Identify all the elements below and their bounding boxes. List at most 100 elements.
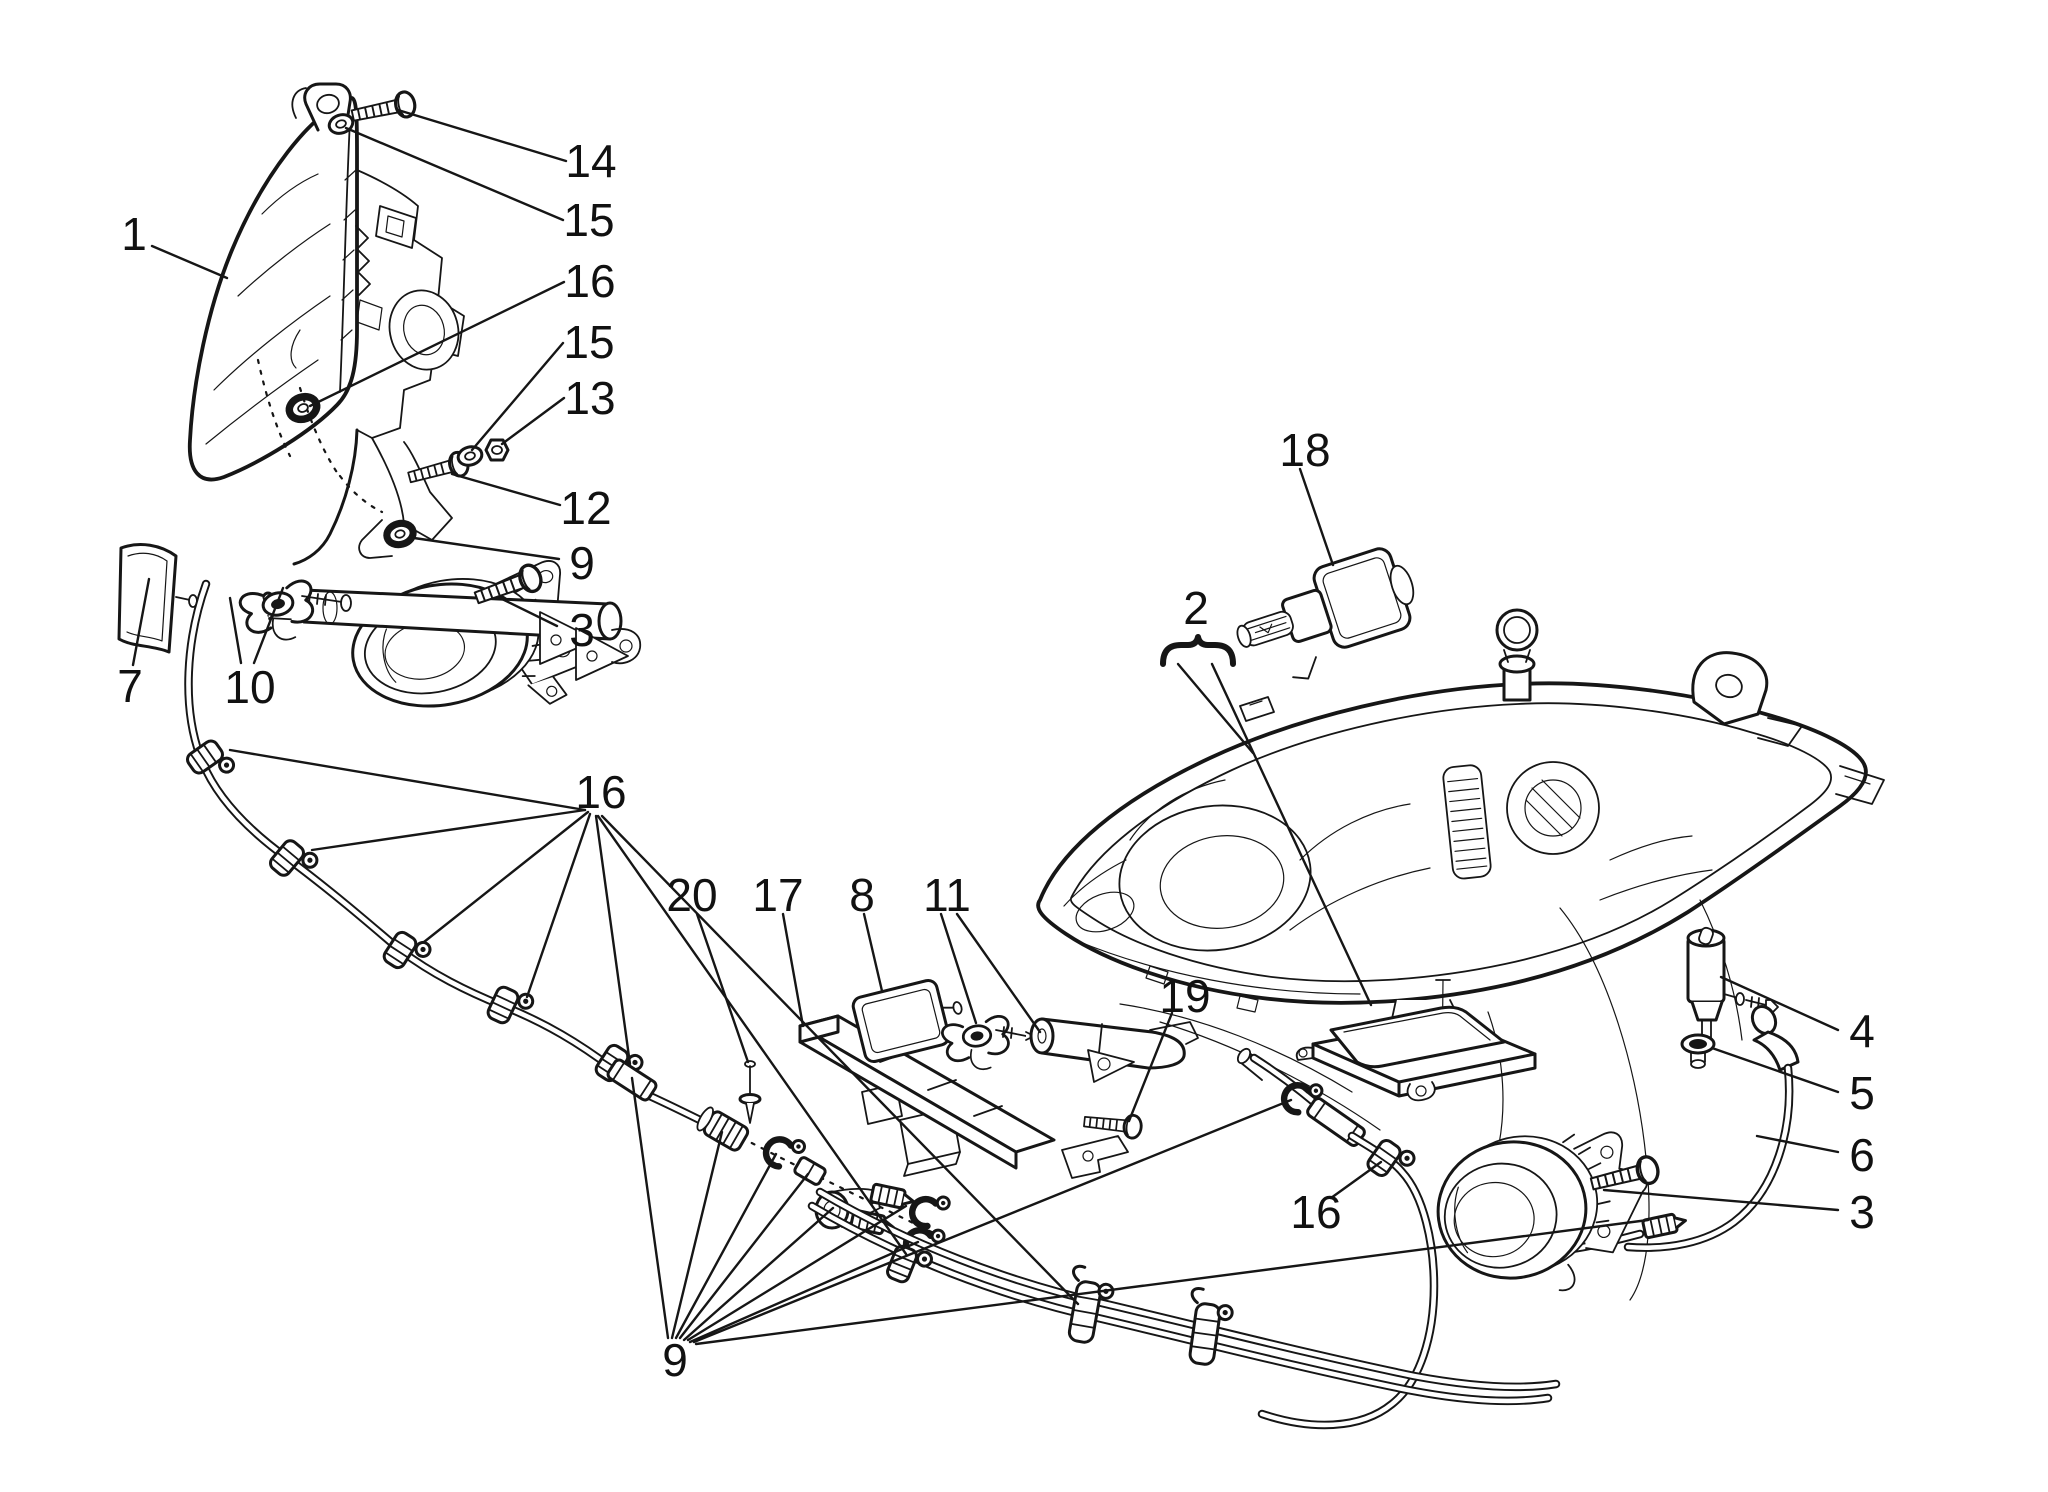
- leader-line-8: [862, 912, 884, 993]
- callout-label-20: 20: [666, 869, 717, 921]
- callout-label-10: 10: [224, 661, 275, 713]
- leader-line-9f: [692, 1098, 1293, 1344]
- bolt-14: [348, 88, 419, 130]
- leader-line-9f: [678, 1172, 810, 1340]
- callout-label-17: 17: [752, 869, 803, 921]
- grommet-9: [384, 520, 415, 547]
- leader-line-11: [939, 912, 978, 1025]
- callout-7: 7: [117, 577, 151, 712]
- leader-line-4: [1719, 975, 1840, 1032]
- callout-label-15a: 15: [563, 194, 614, 246]
- leader-line-17: [781, 912, 805, 1028]
- callout-17: 17: [752, 869, 805, 1028]
- leader-line-1: [150, 244, 229, 280]
- callout-label-1: 1: [121, 208, 147, 260]
- leader-line-16f: [228, 748, 587, 812]
- callout-label-15b: 15: [563, 316, 614, 368]
- leader-line-16f: [594, 814, 632, 1066]
- leader-line-9f: [688, 1240, 920, 1344]
- leader-line-9f: [686, 1204, 908, 1342]
- callout-15a: 15: [344, 126, 615, 246]
- leader-line-9f: [670, 1130, 724, 1340]
- callout-label-19: 19: [1159, 970, 1210, 1022]
- callout-19: 19: [1127, 970, 1211, 1123]
- callout-label-16b: 16: [1290, 1186, 1341, 1238]
- callout-11: 11: [923, 869, 1042, 1034]
- leader-line-12: [450, 472, 562, 507]
- callout-label-13: 13: [564, 372, 615, 424]
- leader-line-16f: [525, 812, 592, 999]
- callout-16a: 16: [308, 255, 616, 408]
- leader-line-9a: [412, 536, 561, 561]
- callout-label-9f: 9: [662, 1334, 688, 1386]
- screw-20: [738, 1060, 762, 1124]
- leader-line-16f: [422, 810, 590, 944]
- leader-line-9f: [630, 1076, 670, 1340]
- callout-4: 4: [1719, 975, 1875, 1057]
- leader-line-18: [1298, 467, 1335, 567]
- leader-line-2: [1176, 662, 1255, 755]
- cover-plate-7: [117, 543, 198, 654]
- nozzle-fitting-left: [236, 577, 352, 650]
- callout-9a: 9: [412, 536, 595, 589]
- callout-8: 8: [849, 869, 884, 993]
- callout-label-7: 7: [117, 660, 143, 712]
- leader-line-9f: [682, 1206, 835, 1342]
- fog-lamp-right: [1436, 1131, 1648, 1292]
- leader-line-16a: [308, 280, 566, 408]
- callout-10: 10: [224, 586, 285, 713]
- leader-line-3b: [1602, 1188, 1840, 1212]
- control-unit: [1295, 979, 1537, 1102]
- callout-12: 12: [450, 472, 612, 534]
- nozzle-fitting-11: [939, 1013, 1035, 1076]
- callout-label-16a: 16: [564, 255, 615, 307]
- leader-line-3a: [496, 595, 559, 628]
- leader-line-13: [500, 396, 566, 446]
- washer-15-lower: [454, 442, 486, 470]
- callout-2: 2: [1176, 582, 1373, 1007]
- leader-line-5: [1710, 1046, 1840, 1094]
- callout-16f: 16: [228, 748, 1080, 1306]
- xenon-bulb-18: [1236, 547, 1415, 680]
- leader-line-16f: [600, 814, 1080, 1306]
- leader-line-14: [396, 108, 568, 163]
- callout-15b: 15: [470, 316, 615, 452]
- callout-6: 6: [1755, 1129, 1875, 1181]
- leader-line-10: [228, 596, 243, 665]
- callout-label-14: 14: [565, 135, 616, 187]
- leader-line-16f: [596, 814, 908, 1256]
- grommet-5: [1680, 1033, 1716, 1069]
- grommet-16: [286, 393, 320, 423]
- callout-label-16f: 16: [575, 766, 626, 818]
- leader-line-16b: [1329, 1160, 1383, 1200]
- callout-label-18: 18: [1279, 424, 1330, 476]
- left-headlight-assembly: [187, 82, 465, 566]
- callout-9f: 9: [630, 1076, 1650, 1386]
- callout-label-8: 8: [849, 869, 875, 921]
- callout-label-6: 6: [1849, 1129, 1875, 1181]
- callout-14: 14: [396, 108, 617, 187]
- elbow-fitting: [1750, 1004, 1800, 1072]
- callout-18: 18: [1279, 424, 1335, 567]
- callout-20: 20: [666, 869, 750, 1064]
- leader-line-9f: [674, 1152, 778, 1340]
- leader-line-11: [955, 912, 1042, 1034]
- callout-16b: 16: [1290, 1160, 1383, 1238]
- callout-label-11: 11: [923, 869, 971, 921]
- washer-actuator-middle: [1029, 1003, 1381, 1131]
- callout-label-3a: 3: [569, 604, 595, 656]
- callout-label-9a: 9: [569, 537, 595, 589]
- leader-line-15a: [344, 126, 565, 222]
- bracket-2: [1160, 634, 1236, 667]
- callout-label-12: 12: [560, 482, 611, 534]
- leader-line-7: [131, 577, 151, 667]
- callout-label-3b: 3: [1849, 1186, 1875, 1238]
- leader-line-6: [1755, 1134, 1840, 1154]
- callout-label-4: 4: [1849, 1005, 1875, 1057]
- callout-label-2: 2: [1183, 582, 1209, 634]
- leader-line-15b: [470, 341, 565, 452]
- cover-plate-8: [851, 978, 963, 1064]
